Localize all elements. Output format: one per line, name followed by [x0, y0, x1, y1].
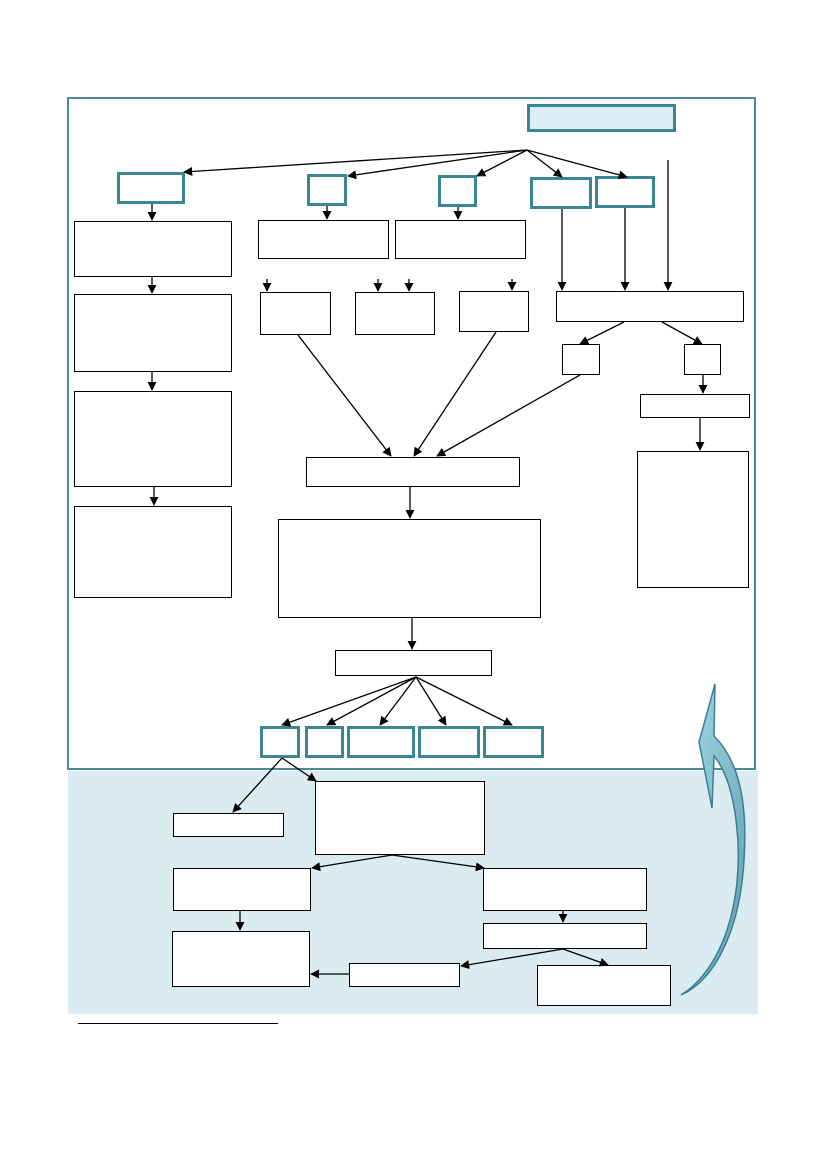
lower-right-bar-box — [483, 923, 647, 949]
collector-bar-box — [335, 650, 492, 676]
top-box-c — [438, 175, 477, 207]
wide-right-box — [556, 291, 744, 322]
lower-left-bottom-box — [172, 931, 310, 987]
small-box-1 — [260, 292, 331, 335]
top-box-b — [307, 174, 347, 206]
top-box-a — [117, 172, 185, 204]
header-box — [527, 104, 676, 132]
lower-right-mid-box — [483, 868, 647, 911]
small-box-2 — [355, 292, 435, 335]
output-box-2 — [305, 726, 344, 758]
center-bar-box — [306, 457, 520, 487]
footnote-rule — [78, 1023, 278, 1024]
lower-left-small-box — [173, 813, 284, 837]
cycle-arrow-icon — [680, 683, 746, 996]
center-big-box — [278, 519, 541, 618]
top-box-d — [530, 177, 592, 209]
output-box-4 — [418, 726, 480, 758]
output-box-5 — [483, 726, 544, 758]
left-box-3 — [74, 391, 232, 487]
lower-left-mid-box — [173, 868, 311, 911]
left-box-1 — [74, 221, 232, 277]
left-box-4 — [74, 506, 232, 598]
output-box-1 — [260, 726, 300, 758]
square-left-box — [562, 344, 600, 375]
mid-box-b — [395, 220, 526, 259]
small-box-3 — [459, 291, 529, 332]
right-bar-box — [640, 394, 750, 418]
lower-center-bar-box — [349, 963, 460, 987]
lower-center-big-box — [315, 781, 485, 855]
mid-box-a — [258, 220, 389, 259]
square-right-box — [684, 344, 721, 375]
output-box-3 — [347, 726, 415, 758]
tall-right-box — [637, 451, 749, 588]
left-box-2 — [74, 294, 232, 372]
